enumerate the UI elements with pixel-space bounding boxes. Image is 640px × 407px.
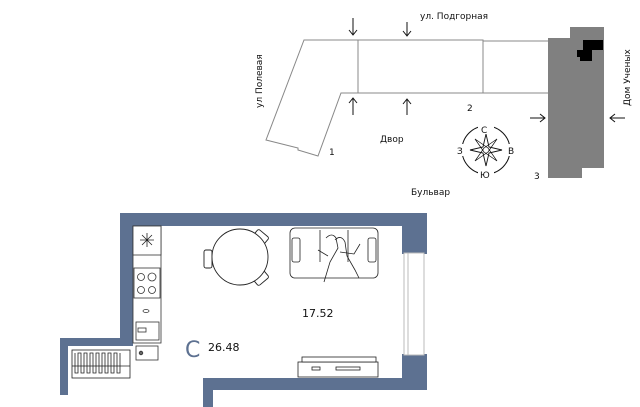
walls — [60, 213, 427, 407]
boulevard-label: Бульвар — [411, 188, 450, 198]
tv-stand — [297, 356, 379, 378]
radiator — [71, 349, 131, 379]
dining-table — [203, 228, 269, 286]
street-top-label: ул. Подгорная — [420, 12, 488, 22]
compass-icon: С Ю З В — [454, 124, 516, 181]
entrance-arrows — [348, 18, 625, 123]
dishwasher — [135, 321, 160, 341]
compass-west: З — [457, 147, 463, 157]
fridge — [132, 225, 162, 256]
window — [403, 252, 425, 356]
street-left-label: ул Полевая — [255, 54, 265, 108]
compass-east: В — [508, 147, 514, 157]
building-2 — [357, 39, 484, 94]
washbasin — [135, 345, 159, 361]
room-area-label: 17.52 — [302, 307, 334, 320]
sink — [142, 309, 150, 313]
compass-south: Ю — [480, 171, 490, 181]
courtyard-label: Двор — [380, 135, 404, 145]
total-area-label: 26.48 — [208, 341, 240, 354]
entrance-1-label: 1 — [329, 148, 335, 158]
entrance-2-label: 2 — [467, 104, 473, 114]
people-icon — [317, 234, 361, 283]
building-right-label: Дом Ученых — [623, 48, 633, 106]
entrance-3-label: 3 — [534, 172, 540, 182]
building-dark-block — [577, 40, 603, 61]
building-dom-uchenykh — [548, 27, 604, 178]
site-plan — [265, 27, 604, 178]
stove — [133, 267, 161, 299]
snowflake-icon — [140, 233, 154, 247]
kitchen — [132, 225, 162, 361]
compass-north: С — [481, 126, 487, 136]
sofa — [289, 227, 379, 283]
apartment-type-label: С — [185, 338, 200, 363]
building-1 — [265, 39, 359, 157]
